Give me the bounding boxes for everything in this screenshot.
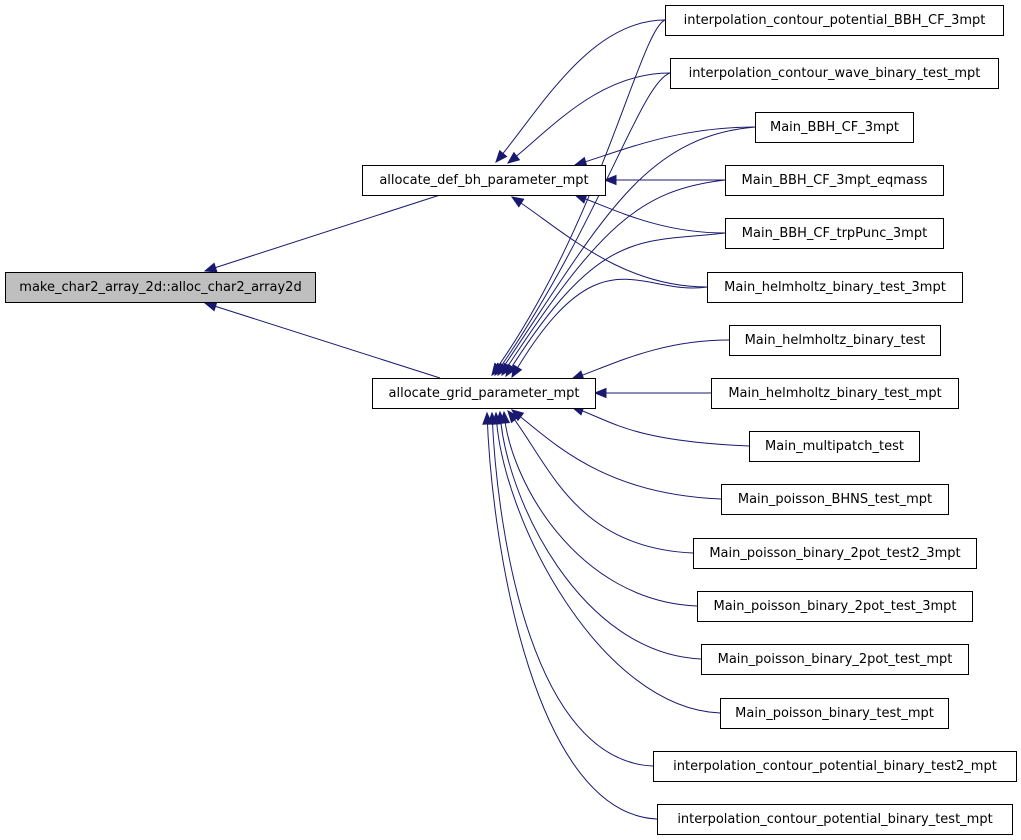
node-icw_bin[interactable]: interpolation_contour_wave_binary_test_m… [670, 58, 999, 89]
node-icp_bin[interactable]: interpolation_contour_potential_binary_t… [657, 804, 1013, 835]
node-label-icw_bin: interpolation_contour_wave_binary_test_m… [689, 66, 981, 81]
node-box-m_bbh[interactable] [755, 112, 914, 143]
node-icp_bbh[interactable]: interpolation_contour_potential_BBH_CF_3… [665, 5, 1004, 36]
edge-m_2pot_3-to-grid [503, 411, 698, 607]
edge-m_bhns-to-grid [511, 409, 722, 500]
edge-m_helm_3-to-def_bh [511, 196, 708, 288]
node-box-root[interactable] [5, 272, 316, 303]
node-m_pbin[interactable]: Main_poisson_binary_test_mpt [720, 698, 949, 729]
node-box-m_multi[interactable] [749, 431, 920, 462]
arrowhead-grid-to-root [203, 301, 218, 312]
node-box-icp_bin[interactable] [657, 804, 1013, 835]
arrowhead-m_helm_3-to-grid [511, 364, 523, 379]
node-label-def_bh: allocate_def_bh_parameter_mpt [379, 173, 588, 188]
node-label-m_2pot_3: Main_poisson_binary_2pot_test_3mpt [713, 599, 956, 614]
node-box-m_helm[interactable] [729, 325, 941, 356]
arrowhead-def_bh-to-root [203, 262, 218, 273]
node-label-m_helm_mpt: Main_helmholtz_binary_test_mpt [728, 386, 941, 401]
edge-m_multi-to-grid [571, 406, 750, 447]
node-label-m_bbh: Main_BBH_CF_3mpt [770, 120, 899, 135]
node-box-icp_bin2[interactable] [653, 751, 1017, 782]
node-label-icp_bbh: interpolation_contour_potential_BBH_CF_3… [684, 13, 986, 28]
node-box-m_pbin[interactable] [720, 698, 949, 729]
node-m_2pot_3[interactable]: Main_poisson_binary_2pot_test_3mpt [697, 591, 973, 622]
node-label-grid: allocate_grid_parameter_mpt [389, 386, 580, 401]
edge-icw_bin-to-def_bh [507, 72, 671, 164]
node-box-m_bhns[interactable] [721, 484, 949, 515]
node-layer: make_char2_array_2d::alloc_char2_array2d… [5, 5, 1017, 835]
node-label-m_2pot_t2: Main_poisson_binary_2pot_test2_3mpt [709, 546, 960, 561]
edge-m_bbh_eq-to-grid [501, 179, 726, 376]
arrowhead-m_bbh_eq-to-def_bh [603, 174, 617, 186]
node-m_multi[interactable]: Main_multipatch_test [749, 431, 920, 462]
node-label-m_pbin: Main_poisson_binary_test_mpt [735, 706, 934, 721]
arrowhead-m_helm_3-to-def_bh [510, 196, 525, 208]
edge-icp_bin-to-grid [486, 412, 658, 820]
node-box-grid[interactable] [372, 378, 596, 409]
node-box-m_bbh_trp[interactable] [725, 218, 944, 249]
node-label-m_bhns: Main_poisson_BHNS_test_mpt [738, 492, 932, 507]
node-box-m_helm_3[interactable] [707, 272, 963, 303]
arrowhead-m_2pot_t2-to-grid [507, 409, 520, 424]
edge-m_helm_3-to-grid [511, 278, 708, 378]
node-m_helm[interactable]: Main_helmholtz_binary_test [729, 325, 941, 356]
node-box-m_bbh_eq[interactable] [725, 165, 944, 196]
node-label-m_helm_3: Main_helmholtz_binary_test_3mpt [724, 280, 946, 295]
node-label-m_bbh_eq: Main_BBH_CF_3mpt_eqmass [742, 173, 928, 188]
node-box-icp_bbh[interactable] [665, 5, 1004, 36]
edge-layer [203, 19, 756, 820]
node-m_helm_mpt[interactable]: Main_helmholtz_binary_test_mpt [711, 378, 959, 409]
node-m_bbh[interactable]: Main_BBH_CF_3mpt [755, 112, 914, 143]
arrowhead-m_helm_mpt-to-grid [593, 387, 607, 399]
node-box-m_2pot_3[interactable] [697, 591, 973, 622]
node-def_bh[interactable]: allocate_def_bh_parameter_mpt [362, 165, 606, 196]
arrowhead-m_bbh-to-def_bh [573, 156, 588, 167]
node-box-icw_bin[interactable] [670, 58, 999, 89]
node-icp_bin2[interactable]: interpolation_contour_potential_binary_t… [653, 751, 1017, 782]
node-box-def_bh[interactable] [362, 165, 606, 196]
edge-m_helm-to-grid [571, 339, 730, 380]
node-m_bbh_eq[interactable]: Main_BBH_CF_3mpt_eqmass [725, 165, 944, 196]
node-m_2pot_mpt[interactable]: Main_poisson_binary_2pot_test_mpt [701, 644, 969, 675]
edge-m_2pot_t2-to-grid [507, 410, 694, 554]
edge-m_bbh_trp-to-def_bh [574, 194, 726, 234]
node-label-icp_bin: interpolation_contour_potential_binary_t… [677, 812, 992, 827]
edge-m_2pot_mpt-to-grid [499, 411, 702, 660]
node-label-root: make_char2_array_2d::alloc_char2_array2d [19, 280, 301, 295]
node-label-icp_bin2: interpolation_contour_potential_binary_t… [673, 759, 997, 774]
node-label-m_helm: Main_helmholtz_binary_test [745, 333, 926, 348]
node-m_helm_3[interactable]: Main_helmholtz_binary_test_3mpt [707, 272, 963, 303]
node-label-m_multi: Main_multipatch_test [765, 439, 904, 454]
edge-grid-to-root [204, 302, 441, 379]
arrowhead-m_bbh_trp-to-grid [505, 363, 517, 378]
edge-m_bbh-to-grid [497, 126, 756, 376]
edge-icw_bin-to-grid [494, 72, 671, 376]
arrowhead-icp_bin-to-grid [482, 411, 493, 425]
edge-m_bbh-to-def_bh [574, 126, 756, 166]
node-box-m_2pot_t2[interactable] [693, 538, 977, 569]
edge-def_bh-to-root [204, 194, 441, 272]
node-grid[interactable]: allocate_grid_parameter_mpt [372, 378, 596, 409]
node-label-m_2pot_mpt: Main_poisson_binary_2pot_test_mpt [718, 652, 953, 667]
node-m_2pot_t2[interactable]: Main_poisson_binary_2pot_test2_3mpt [693, 538, 977, 569]
node-m_bbh_trp[interactable]: Main_BBH_CF_trpPunc_3mpt [725, 218, 944, 249]
edge-icp_bin2-to-grid [491, 412, 654, 767]
node-box-m_2pot_mpt[interactable] [701, 644, 969, 675]
edge-icp_bbh-to-def_bh [495, 19, 666, 163]
node-m_bhns[interactable]: Main_poisson_BHNS_test_mpt [721, 484, 949, 515]
node-box-m_helm_mpt[interactable] [711, 378, 959, 409]
edge-icp_bbh-to-grid [491, 19, 666, 376]
edge-m_pbin-to-grid [495, 412, 721, 714]
arrowhead-icw_bin-to-def_bh [506, 151, 521, 164]
node-label-m_bbh_trp: Main_BBH_CF_trpPunc_3mpt [742, 226, 927, 241]
node-root[interactable]: make_char2_array_2d::alloc_char2_array2d [5, 272, 316, 303]
arrowhead-icp_bbh-to-def_bh [495, 149, 508, 164]
edge-m_bbh_trp-to-grid [505, 232, 726, 377]
